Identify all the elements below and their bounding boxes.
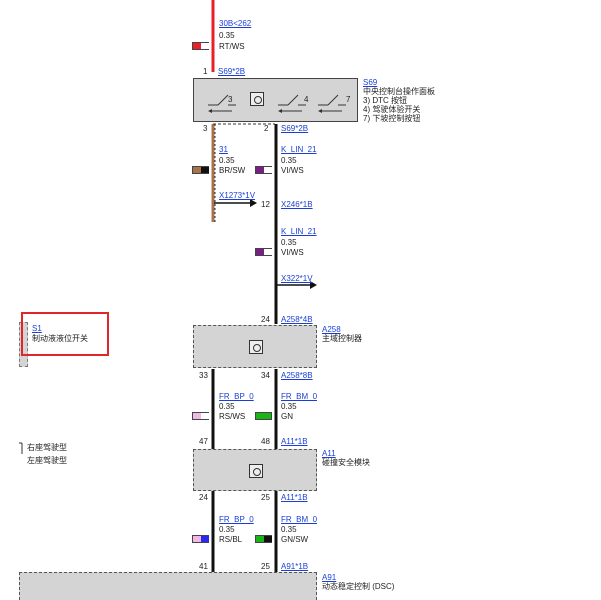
- a11-pin-48: 48: [261, 437, 270, 446]
- a258-connector-top[interactable]: A258*4B: [281, 315, 313, 324]
- a91-component-box[interactable]: [19, 572, 317, 600]
- color-chip-gn: [255, 412, 272, 420]
- switch-7-label: 7: [346, 95, 351, 104]
- wire-lin1-id[interactable]: K_LIN_21: [281, 145, 317, 154]
- wire-bp2-id[interactable]: FR_BP_0: [219, 515, 254, 524]
- wire-lin1-size: 0.35: [281, 156, 297, 165]
- a91-connector[interactable]: A91*1B: [281, 562, 309, 571]
- color-chip-br-sw: [192, 166, 209, 174]
- s69-pin-1: 1: [203, 67, 208, 76]
- a91-pin-41: 41: [199, 562, 208, 571]
- wire-bp1-color: RS/WS: [219, 412, 246, 421]
- a258-name: 主域控制器: [322, 334, 362, 343]
- a11-connector-top[interactable]: A11*1B: [281, 437, 308, 446]
- wire-31-id[interactable]: 31: [219, 145, 228, 154]
- wire-bm2-id[interactable]: FR_BM_0: [281, 515, 318, 524]
- s69-item-3: 3) DTC 按钮: [363, 96, 407, 105]
- switch-7-icon: [318, 94, 346, 113]
- wire-bm1-color: GN: [281, 412, 293, 421]
- s1-name: 制动液液位开关: [32, 334, 88, 343]
- x246-connector[interactable]: X246*1B: [281, 200, 313, 209]
- a258-component-box[interactable]: [193, 325, 317, 368]
- s69-pin-3: 3: [203, 124, 208, 133]
- x1273-connector[interactable]: X1273*1V: [219, 191, 256, 200]
- wire-30b-color: RT/WS: [219, 42, 245, 51]
- arrow-x322-head: [310, 281, 317, 289]
- wire-bp1-size: 0.35: [219, 402, 235, 411]
- wire-31-color: BR/SW: [219, 166, 246, 175]
- s69-item-7: 7) 下坡控制按钮: [363, 114, 421, 123]
- wire-bm2-color: GN/SW: [281, 535, 309, 544]
- a11-pin-24: 24: [199, 493, 208, 502]
- a258-id[interactable]: A258: [322, 325, 341, 334]
- color-chip-rs-bl: [192, 535, 209, 543]
- wire-lin2-size: 0.35: [281, 238, 297, 247]
- a258-unit-icon: [249, 340, 263, 354]
- a258-pin-33: 33: [199, 371, 208, 380]
- x246-pin: 12: [261, 200, 270, 209]
- wire-lin1-color: VI/WS: [281, 166, 304, 175]
- wire-bm1-id[interactable]: FR_BM_0: [281, 392, 318, 401]
- wire-31-size: 0.35: [219, 156, 235, 165]
- a11-pin-25: 25: [261, 493, 270, 502]
- a11-id[interactable]: A11: [322, 449, 336, 458]
- a258-pin-24: 24: [261, 315, 270, 324]
- wire-bm2-size: 0.35: [281, 525, 297, 534]
- a91-name: 动态稳定控制 (DSC): [322, 582, 395, 591]
- wire-lin2-color: VI/WS: [281, 248, 304, 257]
- s1-component-box[interactable]: [19, 322, 28, 367]
- switch-4-label: 4: [304, 95, 309, 104]
- color-chip-gn-sw: [255, 535, 272, 543]
- wire-lin2-id[interactable]: K_LIN_21: [281, 227, 317, 236]
- wire-30b-size: 0.35: [219, 31, 235, 40]
- s69-connector-top[interactable]: S69*2B: [218, 67, 246, 76]
- a11-connector-bottom[interactable]: A11*1B: [281, 493, 308, 502]
- s69-pin-2: 2: [264, 124, 269, 133]
- wire-30b-id[interactable]: 30B<262: [219, 19, 252, 28]
- a11-pin-47: 47: [199, 437, 208, 446]
- control-unit-icon: [250, 92, 264, 106]
- a91-pin-25: 25: [261, 562, 270, 571]
- wire-bp1-id[interactable]: FR_BP_0: [219, 392, 254, 401]
- selection-highlight: [21, 312, 109, 356]
- wire-bp2-size: 0.35: [219, 525, 235, 534]
- a11-name: 碰撞安全模块: [322, 458, 370, 467]
- arrow-x1273-head: [250, 199, 257, 207]
- s69-connector-bottom[interactable]: S69*2B: [281, 124, 309, 133]
- color-chip-vi-ws-1: [255, 166, 272, 174]
- wire-bp2-color: RS/BL: [219, 535, 243, 544]
- s69-item-4: 4) 驾驶体验开关: [363, 105, 421, 114]
- a258-connector-bottom[interactable]: A258*8B: [281, 371, 313, 380]
- a258-pin-34: 34: [261, 371, 270, 380]
- x322-connector[interactable]: X322*1V: [281, 274, 313, 283]
- switch-3-icon: [208, 94, 236, 113]
- a91-id[interactable]: A91: [322, 573, 337, 582]
- switch-3-label: 3: [228, 95, 233, 104]
- switch-4-icon: [278, 94, 306, 113]
- a11-component-box[interactable]: [193, 449, 317, 491]
- side-note-right-drive: 右座驾驶型: [27, 443, 67, 452]
- wire-bm1-size: 0.35: [281, 402, 297, 411]
- color-chip-vi-ws-2: [255, 248, 272, 256]
- s69-name: 中央控制台操作面板: [363, 87, 435, 96]
- side-note-left-drive: 左座驾驶型: [27, 456, 67, 465]
- a11-unit-icon: [249, 464, 263, 478]
- s69-component-box[interactable]: 3 4 7: [193, 78, 358, 122]
- color-chip-rt-ws: [192, 42, 209, 50]
- s1-id[interactable]: S1: [32, 324, 42, 333]
- color-chip-rs-ws: [192, 412, 209, 420]
- s69-id[interactable]: S69: [363, 78, 378, 87]
